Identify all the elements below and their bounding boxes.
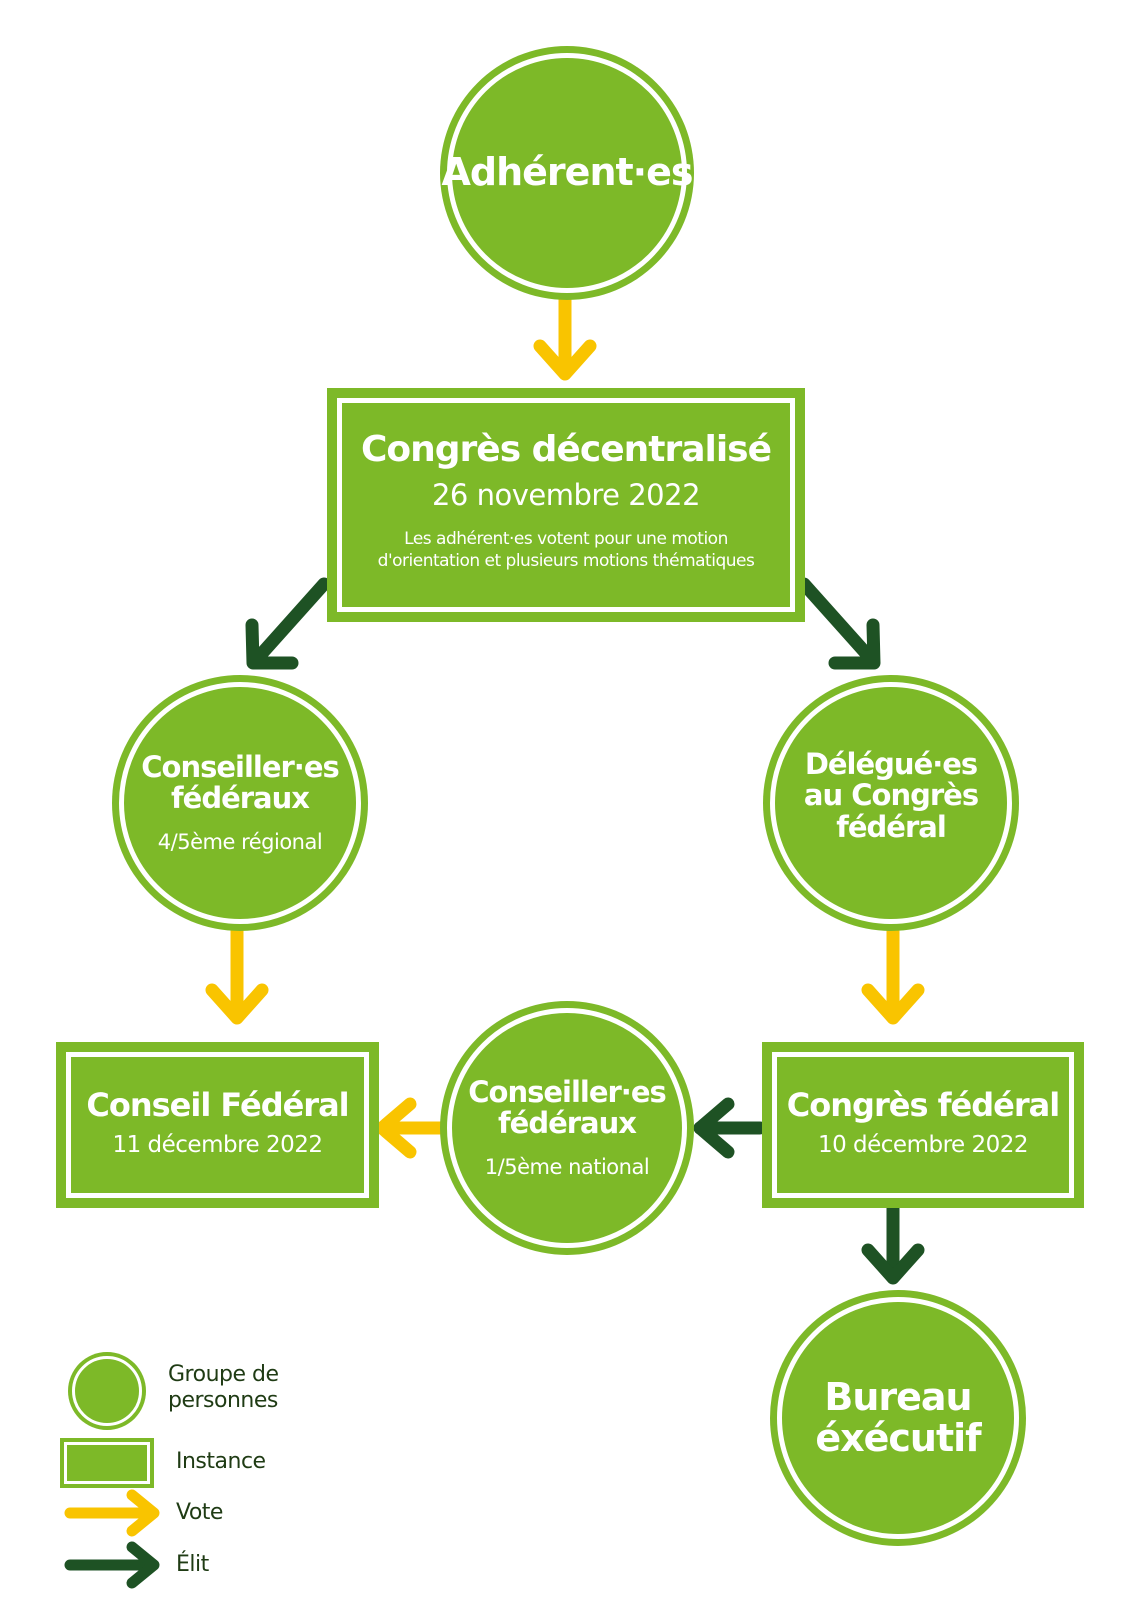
conseillers-national-subtitle: 1/5ème national	[484, 1155, 650, 1180]
congres-federal-date: 10 décembre 2022	[817, 1132, 1029, 1159]
description-line-2: d'orientation et plusieurs motions théma…	[377, 551, 755, 572]
node-congres-decentralise: Congrès décentralisé 26 novembre 2022 Le…	[327, 388, 805, 622]
legend-group-line-2: personnes	[168, 1388, 278, 1414]
title-line-2: fédéraux	[498, 1106, 637, 1140]
legend-elit-arrow-icon	[64, 1541, 160, 1589]
conseil-federal-title: Conseil Fédéral	[86, 1085, 349, 1124]
adherents-title: Adhérent·es	[441, 150, 694, 195]
congres-decentralise-description: Les adhérent·es votent pour une motion d…	[378, 528, 755, 572]
bureau-executif-title: Bureau éxécutif	[815, 1374, 981, 1460]
node-adherents: Adhérent·es	[440, 46, 694, 300]
legend-instance-label: Instance	[176, 1449, 266, 1474]
arrow-vote-adherents-to-congres	[533, 291, 597, 381]
conseillers-regional-title: Conseiller·es fédéraux	[141, 749, 340, 815]
description-line-1: Les adhérent·es votent pour une motion	[404, 529, 728, 550]
node-conseil-federal: Conseil Fédéral 11 décembre 2022	[56, 1042, 379, 1208]
legend-group-icon	[68, 1352, 146, 1430]
node-bureau-executif: Bureau éxécutif	[770, 1290, 1026, 1546]
conseillers-regional-subtitle: 4/5ème régional	[157, 830, 323, 855]
conseil-federal-date: 11 décembre 2022	[112, 1132, 323, 1159]
arrow-vote-regional-to-conseil	[205, 921, 269, 1025]
arrow-vote-delegues-to-congres-federal	[861, 921, 925, 1025]
title-line-2: éxécutif	[815, 1416, 981, 1460]
legend-group-line-1: Groupe de	[168, 1362, 279, 1387]
congres-decentralise-date: 26 novembre 2022	[431, 478, 701, 513]
node-conseillers-national: Conseiller·es fédéraux 1/5ème national	[440, 1001, 694, 1255]
legend-vote-arrow-icon	[64, 1489, 160, 1537]
congres-decentralise-title: Congrès décentralisé	[360, 429, 772, 471]
node-conseillers-regional: Conseiller·es fédéraux 4/5ème régional	[112, 675, 368, 931]
legend-group-label: Groupe de personnes	[168, 1362, 279, 1415]
node-delegues: Délégué·es au Congrès fédéral	[763, 675, 1019, 931]
title-line-1: Conseiller·es	[141, 749, 340, 784]
legend-elit-label: Élit	[176, 1552, 209, 1577]
title-line-2: fédéraux	[171, 781, 310, 815]
title-line-1: Délégué·es	[804, 747, 978, 782]
arrow-vote-national-to-conseil	[375, 1097, 447, 1159]
arrow-elit-congres-federal-to-bureau	[861, 1198, 925, 1285]
legend-instance-icon	[60, 1438, 154, 1488]
title-line-2: au Congrès	[803, 778, 979, 813]
title-line-1: Conseiller·es	[468, 1074, 667, 1109]
title-line-3: fédéral	[836, 809, 947, 844]
congres-federal-title: Congrès fédéral	[786, 1085, 1060, 1124]
legend-vote-label: Vote	[176, 1500, 223, 1525]
conseillers-national-title: Conseiller·es fédéraux	[468, 1074, 667, 1140]
arrow-elit-congres-to-regional	[245, 577, 331, 670]
arrow-elit-congres-to-delegues	[797, 577, 881, 670]
node-congres-federal: Congrès fédéral 10 décembre 2022	[762, 1042, 1084, 1208]
arrow-elit-congres-federal-to-national	[693, 1097, 767, 1159]
title-line-1: Bureau	[824, 1374, 972, 1419]
delegues-title: Délégué·es au Congrès fédéral	[803, 747, 979, 844]
